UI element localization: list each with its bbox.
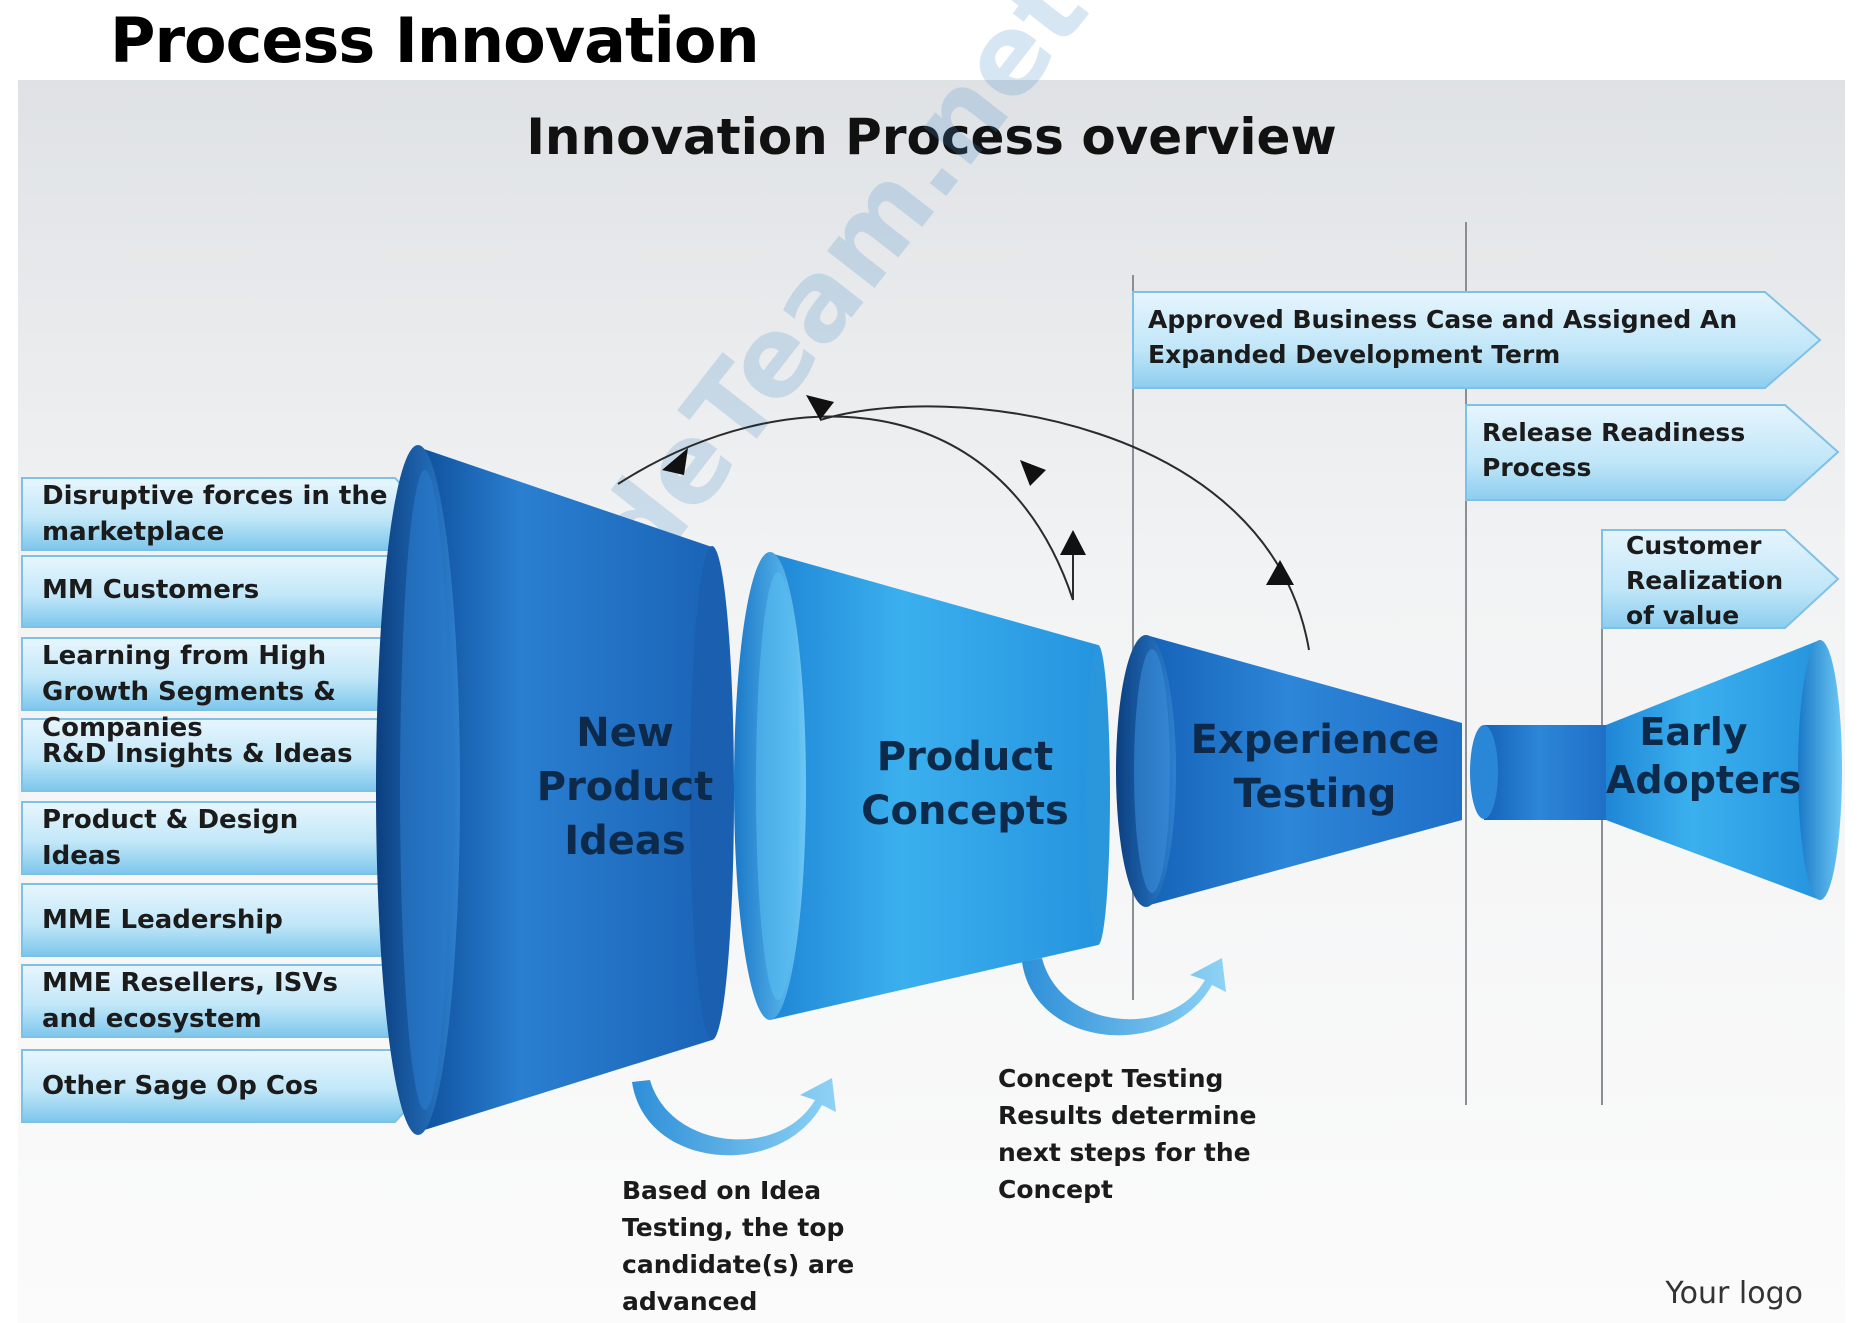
arc-arrowhead	[1020, 460, 1046, 486]
loop-arrow-idea-testing	[632, 1078, 836, 1156]
input-label: Learning from High Growth Segments & Com…	[42, 641, 336, 743]
input-label: Other Sage Op Cos	[42, 1071, 319, 1101]
input-label: MM Customers	[42, 575, 260, 605]
note-concept-testing: Concept Testing Results determine next s…	[998, 1064, 1257, 1204]
banner-customer	[1601, 529, 1840, 629]
input-label: Product & Design Ideas	[42, 805, 299, 871]
funnel-new-product-ideas	[376, 445, 770, 1135]
banner-label-customer: Customer Realization of value	[1626, 531, 1784, 630]
stage-label-early-adopters: Early Adopters	[1606, 710, 1802, 802]
loop-arrow-concept-testing	[1022, 958, 1226, 1036]
stage-label-new-product-ideas: New Product Ideas	[536, 710, 714, 864]
banner-approved	[1132, 291, 1822, 389]
feedback-arc	[617, 415, 1074, 601]
arc-arrowhead	[1060, 530, 1086, 555]
funnel-early-adopters	[1606, 640, 1842, 900]
stage-label-experience-testing: Experience Testing	[1190, 717, 1440, 817]
stage-label-product-concepts: Product Concepts	[861, 734, 1069, 834]
logo-placeholder: Your logo	[1665, 1276, 1803, 1311]
input-label: Disruptive forces in the marketplace	[42, 481, 388, 547]
funnel-product-concepts	[734, 552, 1148, 1020]
arc-arrowhead	[1266, 560, 1294, 585]
note-idea-testing: Based on Idea Testing, the top candidate…	[622, 1176, 855, 1316]
input-label: R&D Insights & Ideas	[42, 739, 353, 769]
funnel-experience-testing	[1116, 635, 1462, 907]
feedback-arc	[819, 405, 1310, 651]
slide-title: Process Innovation	[110, 4, 760, 77]
banner-label-approved: Approved Business Case and Assigned An E…	[1148, 305, 1738, 369]
connector-tube	[1470, 725, 1606, 820]
arc-arrowhead	[806, 395, 834, 420]
input-label: MME Resellers, ISVs and ecosystem	[42, 968, 339, 1034]
overview-title: Innovation Process overview	[526, 108, 1337, 166]
arc-arrowhead	[662, 448, 688, 475]
banner-label-release: Release Readiness Process	[1482, 418, 1746, 482]
input-label: MME Leadership	[42, 905, 283, 935]
banner-release	[1465, 404, 1840, 501]
